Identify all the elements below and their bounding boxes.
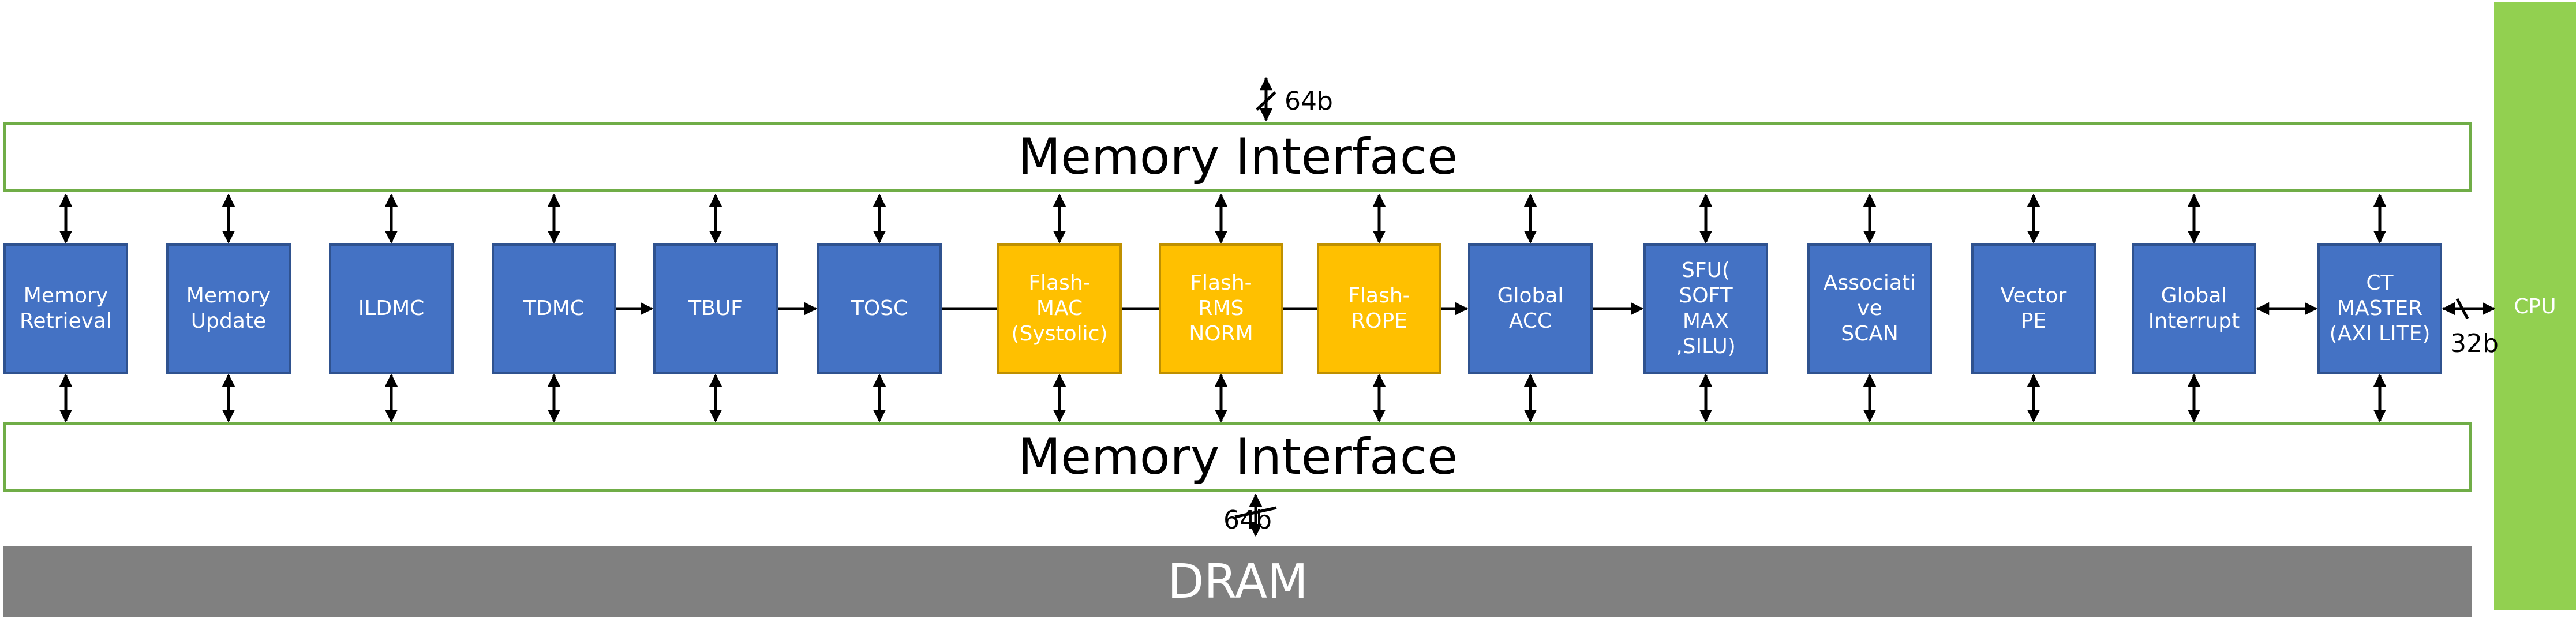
- block-sfu: SFU( SOFT MAX ,SILU): [1643, 243, 1768, 374]
- cpu-link-width-label: 32b: [2450, 329, 2499, 358]
- block-label: Associati ve SCAN: [1823, 271, 1916, 346]
- block-tosc: TOSC: [817, 243, 942, 374]
- memory-interface-bottom-label: Memory Interface: [1017, 428, 1458, 486]
- block-label: Flash- RMS NORM: [1189, 271, 1253, 346]
- block-flash-rms-norm: Flash- RMS NORM: [1159, 243, 1283, 374]
- block-memory-update: Memory Update: [166, 243, 291, 374]
- bottom-bus-width-label: 64b: [1223, 505, 1272, 535]
- block-global-interrupt: Global Interrupt: [2132, 243, 2256, 374]
- block-memory-retrieval: Memory Retrieval: [3, 243, 128, 374]
- block-label: CT MASTER (AXI LITE): [2329, 271, 2431, 346]
- block-label: TBUF: [688, 297, 743, 320]
- block-label: Global ACC: [1497, 284, 1564, 333]
- dram-label: DRAM: [1167, 554, 1308, 609]
- block-ildmc: ILDMC: [329, 243, 454, 374]
- block-label: Memory Retrieval: [20, 284, 112, 333]
- block-ct-master: CT MASTER (AXI LITE): [2317, 243, 2442, 374]
- block-vector-pe: Vector PE: [1971, 243, 2096, 374]
- block-label: Memory Update: [186, 284, 271, 333]
- memory-interface-top: Memory Interface: [3, 122, 2472, 192]
- cpu-label: CPU: [2514, 294, 2556, 318]
- block-label: Vector PE: [2000, 284, 2067, 333]
- block-flash-mac: Flash- MAC (Systolic): [997, 243, 1122, 374]
- block-associative-scan: Associati ve SCAN: [1807, 243, 1932, 374]
- block-flash-rope: Flash- ROPE: [1317, 243, 1441, 374]
- dram-block: DRAM: [3, 546, 2472, 617]
- block-label: Flash- MAC (Systolic): [1011, 271, 1108, 346]
- cpu-block: CPU: [2494, 2, 2576, 610]
- block-label: Global Interrupt: [2148, 284, 2240, 333]
- block-label: SFU( SOFT MAX ,SILU): [1676, 258, 1736, 358]
- block-label: Flash- ROPE: [1348, 284, 1410, 333]
- block-tdmc: TDMC: [492, 243, 616, 374]
- slash-top-bus: [1256, 91, 1276, 111]
- memory-interface-top-label: Memory Interface: [1017, 128, 1458, 186]
- block-tbuf: TBUF: [653, 243, 778, 374]
- block-label: TOSC: [851, 297, 908, 320]
- top-bus-width-label: 64b: [1285, 87, 1333, 116]
- slash-bottom-bus: [1234, 506, 1277, 519]
- block-global-acc: Global ACC: [1468, 243, 1593, 374]
- slash-cpu-link: [2455, 298, 2469, 320]
- block-label: TDMC: [523, 297, 585, 320]
- block-label: ILDMC: [358, 297, 425, 320]
- memory-interface-bottom: Memory Interface: [3, 422, 2472, 492]
